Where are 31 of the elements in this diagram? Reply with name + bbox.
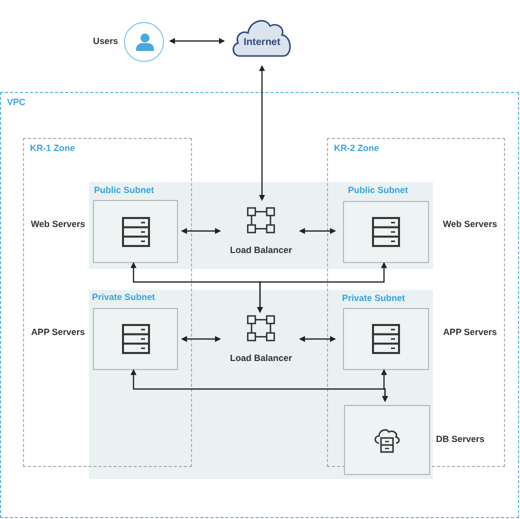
server-group-label: Web Servers xyxy=(442,218,498,231)
server-group-label: DB Servers xyxy=(436,433,486,446)
zone-heading: KR-1 Zone xyxy=(30,142,75,155)
connector-arrow xyxy=(299,228,336,234)
server-group-label: APP Servers xyxy=(442,326,498,339)
subnet-heading: Private Subnet xyxy=(92,291,156,304)
connector-arrow xyxy=(257,262,387,313)
connector-arrow xyxy=(169,38,225,44)
connector-arrow xyxy=(299,336,336,342)
zone-heading: KR-2 Zone xyxy=(334,142,379,155)
server-box xyxy=(93,200,178,263)
connector-arrow xyxy=(381,369,388,402)
server-group-label: APP Servers xyxy=(30,326,86,339)
server-group-label: Web Servers xyxy=(30,218,86,231)
server-box xyxy=(93,308,178,370)
zone-container xyxy=(23,138,192,467)
vpc-container xyxy=(0,92,519,518)
vpc-heading: VPC xyxy=(7,96,26,109)
node-caption: Users xyxy=(92,35,118,48)
connector-arrow xyxy=(181,228,221,234)
node-label: Load Balancer xyxy=(230,352,292,364)
subnet-heading: Public Subnet xyxy=(94,184,154,197)
server-box xyxy=(343,308,429,370)
database-box xyxy=(344,405,430,475)
node-label: Load Balancer xyxy=(230,244,292,256)
connector-arrow xyxy=(259,65,265,201)
server-box xyxy=(343,201,429,263)
subnet-heading: Public Subnet xyxy=(348,184,408,197)
subnet-heading: Private Subnet xyxy=(342,292,406,305)
connector-arrow xyxy=(181,336,221,342)
node-label: Internet xyxy=(244,36,280,50)
